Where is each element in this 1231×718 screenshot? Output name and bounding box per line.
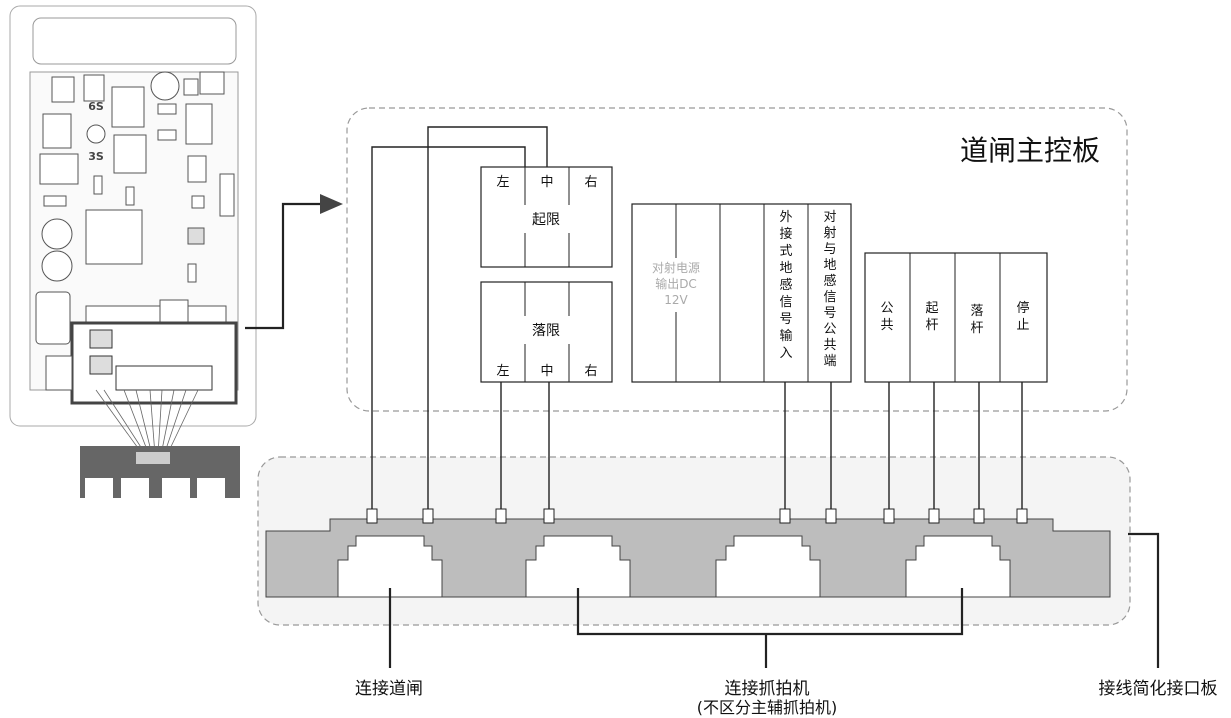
sensor-common-char: 射 xyxy=(823,225,836,241)
terminal-raise-2: 杆 xyxy=(925,318,938,333)
label-connect-camera: 连接抓拍机 xyxy=(725,679,810,699)
terminal-stop-2: 止 xyxy=(1016,318,1029,333)
rj45-port-camera-2 xyxy=(715,535,821,598)
power-line-3: 12V xyxy=(664,293,688,307)
limit-up-label: 起限 xyxy=(532,212,560,228)
sensor-input-char: 外 xyxy=(779,210,792,225)
rj45-port-camera-3 xyxy=(905,535,1011,598)
sensor-input-char: 信 xyxy=(779,295,792,310)
pcb-6s-label: 6S xyxy=(88,100,104,113)
sensor-common-char: 与 xyxy=(823,242,836,257)
rj45-port-camera-1 xyxy=(525,535,631,598)
terminal-raise-1: 起 xyxy=(925,301,938,316)
sensor-input-char: 入 xyxy=(779,346,792,361)
interface-pins xyxy=(366,508,1028,524)
terminal-common-1: 公 xyxy=(880,301,893,316)
sensor-common-char: 对 xyxy=(823,210,836,225)
terminal-common-2: 共 xyxy=(880,318,893,333)
main-board-title: 道闸主控板 xyxy=(960,134,1100,167)
control-terminal-block: 公 共 起 杆 落 杆 停 止 xyxy=(864,252,1048,383)
sensor-common-label: 对 射 与 地 感 信 号 公 共 端 xyxy=(823,210,836,369)
sensor-common-char: 共 xyxy=(823,338,836,353)
limit-down-pin-left: 左 xyxy=(496,364,509,379)
sensor-input-char: 号 xyxy=(779,312,792,327)
limit-up-pin-right: 右 xyxy=(584,175,597,190)
power-line-2: 输出DC xyxy=(655,276,697,291)
limit-down-block: 落限 左 中 右 xyxy=(480,281,613,383)
terminal-lower-1: 落 xyxy=(970,304,983,319)
sensor-common-char: 公 xyxy=(823,322,836,337)
pcb-3s-label: 3S xyxy=(88,150,104,163)
main-board-outline xyxy=(346,107,1128,412)
limit-down-label: 落限 xyxy=(532,323,560,339)
terminal-stop-1: 停 xyxy=(1016,300,1029,316)
sensor-common-char: 号 xyxy=(823,306,836,321)
limit-down-pin-mid: 中 xyxy=(540,364,553,379)
arrow-head-icon xyxy=(320,194,343,214)
label-connect-gate: 连接道闸 xyxy=(355,679,423,699)
sensor-input-char: 输 xyxy=(779,328,792,344)
rj45-port-gate xyxy=(337,535,443,598)
limit-up-block: 左 中 右 起限 xyxy=(480,166,613,268)
pcb-thumbnail: 6S 3S xyxy=(9,5,257,500)
sensor-common-char: 信 xyxy=(823,290,836,305)
limit-up-pin-mid: 中 xyxy=(540,175,553,190)
sensor-common-char: 端 xyxy=(823,354,836,369)
callout-lines xyxy=(388,532,1160,668)
sensor-input-char: 感 xyxy=(779,277,792,293)
limit-up-pin-left: 左 xyxy=(496,175,509,190)
wires xyxy=(371,126,1023,511)
label-interface-board: 接线简化接口板 xyxy=(1099,679,1218,699)
limit-down-pin-right: 右 xyxy=(584,364,597,379)
power-sensor-block: 对射电源 输出DC 12V 外 接 式 地 感 信 号 输 入 对 射 与 地 … xyxy=(631,203,852,383)
label-camera-note: (不区分主辅抓拍机) xyxy=(697,698,838,717)
sensor-input-char: 地 xyxy=(779,261,792,276)
sensor-input-label: 外 接 式 地 感 信 号 输 入 xyxy=(779,210,792,361)
sensor-common-char: 地 xyxy=(823,258,836,273)
sensor-input-char: 式 xyxy=(779,244,792,259)
rj45-ports xyxy=(337,535,1011,598)
power-line-1: 对射电源 xyxy=(652,260,700,275)
terminal-lower-2: 杆 xyxy=(970,321,983,336)
pointer-line xyxy=(245,202,330,330)
sensor-input-char: 接 xyxy=(779,226,792,242)
sensor-common-char: 感 xyxy=(823,273,836,289)
